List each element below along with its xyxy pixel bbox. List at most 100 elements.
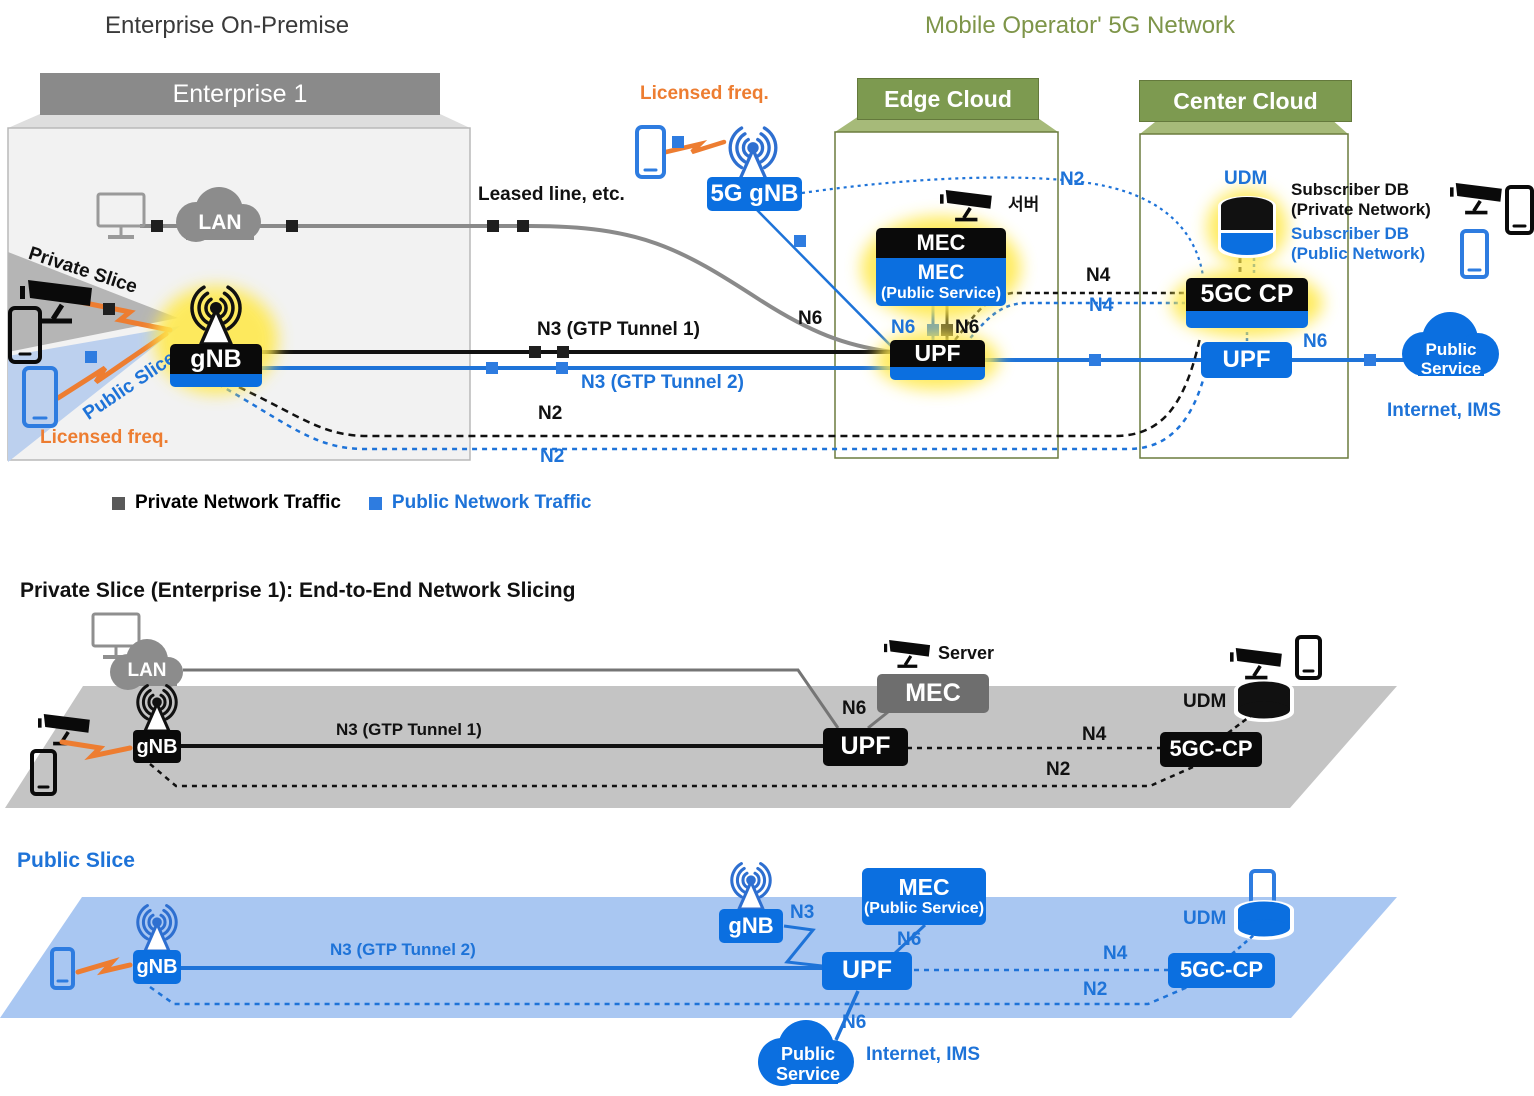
legend-private-label: Private Network Traffic <box>135 492 341 513</box>
upf-edge-node: UPF <box>890 340 985 380</box>
mec-node: MEC MEC (Public Service) <box>876 228 1006 306</box>
lan-label: LAN <box>198 211 242 234</box>
bot-n2-line <box>149 984 1191 1006</box>
sub-db-public-label-2: (Public Network) <box>1291 244 1426 263</box>
lan-cloud-icon-mid <box>110 639 183 690</box>
legend: Private Network Traffic Public Network T… <box>112 492 591 514</box>
private-slice-wedge <box>8 252 178 352</box>
bot-upf-node: UPF <box>822 952 912 990</box>
n4-public-label: N4 <box>1089 295 1114 316</box>
phone-icon-sub-public <box>1460 229 1489 279</box>
mec-private-label: MEC <box>876 228 1006 258</box>
n2-operator-label: N2 <box>1060 169 1085 190</box>
center-cloud-header: Center Cloud <box>1139 80 1352 122</box>
mid-n3-label: N3 (GTP Tunnel 1) <box>336 720 482 739</box>
bot-mec-label-1: MEC <box>898 874 950 901</box>
bot-mec-label-2: (Public Service) <box>863 900 985 918</box>
private-slice-section-title: Private Slice (Enterprise 1): End-to-End… <box>20 579 576 602</box>
cctv-icon-edge <box>940 190 992 222</box>
n4-private-line <box>954 291 1185 341</box>
enterprise-header: Enterprise 1 <box>40 73 440 115</box>
bot-mec-node: MEC (Public Service) <box>862 868 986 925</box>
gnb-label: gNB <box>170 344 262 374</box>
desktop-icon <box>96 192 146 239</box>
title-enterprise: Enterprise On-Premise <box>105 12 350 39</box>
phone-icon-mid-left <box>30 749 57 796</box>
bot-udm-label: UDM <box>1183 908 1227 929</box>
n4-private-label: N4 <box>1086 265 1111 286</box>
antenna-icon-5g <box>728 126 778 184</box>
n3-tunnel1-label: N3 (GTP Tunnel 1) <box>537 319 700 340</box>
legend-public-swatch <box>368 496 382 510</box>
n6-mec-public-label: N6 <box>891 317 916 338</box>
mid-n6-label: N6 <box>842 698 867 719</box>
server-kr-label: 서버 <box>1008 195 1040 214</box>
mid-radio-link <box>59 739 133 761</box>
udm-label: UDM <box>1224 168 1268 189</box>
mid-n2-label: N2 <box>1046 759 1071 780</box>
antenna-icon-mid-gnb <box>136 684 178 733</box>
sub-db-private-label-2: (Private Network) <box>1291 200 1431 219</box>
phone-icon-public <box>22 366 58 428</box>
cctv-icon-mid-udm <box>1230 648 1282 680</box>
cctv-icon-mid-server <box>884 640 931 668</box>
bot-gnb1-node: gNB <box>133 950 181 984</box>
mid-n4-label: N4 <box>1082 724 1107 745</box>
bot-cp-node: 5GC-CP <box>1168 953 1275 988</box>
edge-cloud-header: Edge Cloud <box>857 78 1039 120</box>
bot-mec-link <box>891 923 927 957</box>
bot-n3-long-label: N3 (GTP Tunnel 2) <box>330 940 476 959</box>
sub-db-private-label-1: Subscriber DB <box>1291 180 1410 199</box>
title-operator: Mobile Operator' 5G Network <box>925 12 1236 39</box>
bot-cp-udm-link <box>1231 933 1256 955</box>
udm-db-icon <box>1218 196 1276 258</box>
public-service-cloud-icon <box>1402 312 1499 376</box>
bot-radio-link <box>75 957 133 976</box>
phone-icon-bot-left <box>50 947 75 990</box>
mid-udm-label: UDM <box>1183 691 1227 712</box>
antenna-icon-gnb <box>190 285 242 346</box>
bot-n6-cloud-line <box>834 990 860 1041</box>
n6-center-label: N6 <box>1303 331 1328 352</box>
phone-icon-sub-private <box>1505 185 1534 235</box>
internet-ims-label: Internet, IMS <box>1387 400 1502 421</box>
phone-icon-private <box>8 306 42 364</box>
n2-public-label: N2 <box>540 446 565 467</box>
udm-db-icon-bot <box>1234 900 1294 940</box>
udm-db-icon-mid <box>1234 680 1294 722</box>
mid-gnb-node: gNB <box>133 730 181 763</box>
n2-private-label: N2 <box>538 403 563 424</box>
sub-db-public-label-1: Subscriber DB <box>1291 224 1410 243</box>
antenna-icon-bot-gnb2 <box>730 862 772 911</box>
upf-center-node: UPF <box>1201 342 1292 378</box>
gnb-node: gNB <box>170 344 262 387</box>
cctv-icon-enterprise <box>20 280 92 324</box>
cctv-icon-subscriber <box>1450 183 1502 215</box>
n6-leased-label: N6 <box>798 308 823 329</box>
licensed-freq-left-label: Licensed freq. <box>40 427 169 448</box>
n6-mec-private-label: N6 <box>955 317 980 338</box>
legend-public-label: Public Network Traffic <box>391 492 592 513</box>
mec-public-label-1: MEC <box>917 260 965 284</box>
bot-n6-cloud-label: N6 <box>842 1012 867 1033</box>
radio-link-public <box>55 331 169 401</box>
bot-gnb2-node: gNB <box>719 909 783 943</box>
mid-n2-line <box>149 763 1194 788</box>
mec-public-label-2: (Public Service) <box>880 284 1002 302</box>
n3-tunnel2-label: N3 (GTP Tunnel 2) <box>581 372 744 393</box>
lan-cloud-icon <box>176 187 261 242</box>
mid-mec-link <box>867 710 889 730</box>
public-slice-band <box>0 897 1397 1018</box>
bot-n6-mec-label: N6 <box>897 929 922 950</box>
mid-server-label: Server <box>938 643 995 663</box>
cp-node: 5GC CP <box>1186 278 1308 328</box>
leased-line <box>140 224 894 354</box>
gnb5g-node: 5G gNB <box>707 177 802 211</box>
legend-private-swatch <box>112 496 125 510</box>
cp-label: 5GC CP <box>1186 278 1308 311</box>
phone-icon-5g <box>635 125 666 179</box>
n2-private-line <box>227 337 1202 438</box>
n2-public-line <box>217 339 1214 451</box>
mid-lan-line <box>183 668 840 729</box>
